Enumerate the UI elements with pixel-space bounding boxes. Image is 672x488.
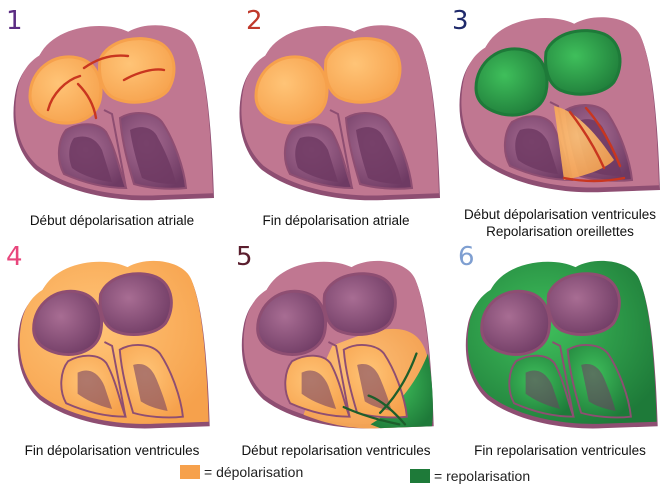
panel-caption: Fin dépolarisation ventricules [0,442,224,459]
right-atrium [34,291,102,354]
left-atrium [326,39,400,103]
heart-diagram [456,254,668,432]
caption-line: Fin repolarisation ventricules [448,442,672,459]
panel-5: 5 Début repolarisation ventricules [224,242,448,462]
right-atrium [258,291,326,354]
panel-2: 2 Fin dépolarisation atriale [224,0,448,240]
panel-caption: Fin dépolarisation atriale [224,212,448,229]
caption-line: Début repolarisation ventricules [224,442,448,459]
right-atrium [256,57,327,123]
caption-line: Début dépolarisation ventricules [448,206,672,223]
caption-line: Fin dépolarisation ventricules [0,442,224,459]
caption-line: Repolarisation oreillettes [448,223,672,240]
right-atrium [482,291,550,354]
panel-3: 3 Début dépolarisation ventricules Repol… [448,0,672,240]
panel-4: 4 Fin dépolarisation ventricules [0,242,224,462]
heart-diagram [454,10,666,196]
panel-caption: Début dépolarisation atriale [0,212,224,229]
panel-caption: Début dépolarisation ventricules Repolar… [448,206,672,240]
heart-diagram [234,18,446,204]
caption-line: Fin dépolarisation atriale [224,212,448,229]
panel-caption: Début repolarisation ventricules [224,442,448,459]
repolarisation-swatch [410,469,430,483]
heart-diagram [232,254,444,432]
panel-caption: Fin repolarisation ventricules [448,442,672,459]
legend-repolarisation: = repolarisation [410,468,530,484]
right-atrium [476,49,547,115]
panel-1: 1 Début dépolarisation atriale [0,0,224,240]
left-atrium [546,31,620,95]
panel-6: 6 Fin repolarisation ventricules [448,242,672,462]
caption-line: Début dépolarisation atriale [0,212,224,229]
right-atrium [30,57,101,123]
depolarisation-swatch [180,465,200,479]
heart-diagram [8,254,220,432]
left-atrium [100,274,171,335]
left-atrium [324,274,395,335]
left-atrium [548,274,619,335]
legend-label: = dépolarisation [204,464,303,480]
heart-diagram [8,18,220,204]
legend-label: = repolarisation [434,468,530,484]
legend-depolarisation: = dépolarisation [180,464,303,480]
